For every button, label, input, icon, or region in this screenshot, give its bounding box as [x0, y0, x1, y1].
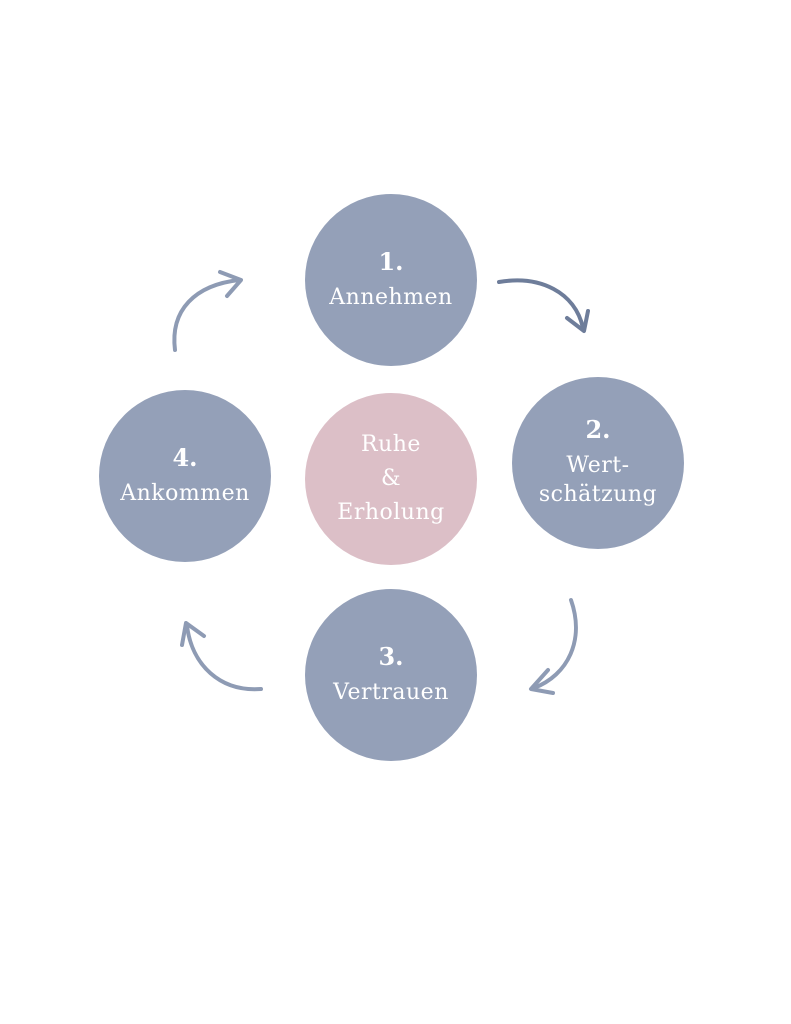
- arrow-2-to-3: [529, 598, 578, 695]
- arrow-1-to-2: [497, 278, 590, 333]
- arrow-3-to-4: [180, 621, 263, 692]
- center-label-line: Erholung: [337, 500, 445, 526]
- step-label: Vertrauen: [333, 678, 449, 708]
- center-label-line: &: [380, 465, 402, 491]
- step-2-wertschaetzung: 2. Wert- schätzung: [512, 377, 684, 549]
- step-number: 2.: [585, 414, 611, 444]
- step-4-ankommen: 4. Ankommen: [99, 390, 271, 562]
- step-label-line: Vertrauen: [333, 679, 449, 705]
- step-1-annehmen: 1. Annehmen: [305, 194, 477, 366]
- step-label: Annehmen: [329, 283, 452, 313]
- step-label-line: Annehmen: [329, 284, 453, 310]
- step-number: 4.: [172, 442, 198, 472]
- step-number: 3.: [378, 641, 404, 671]
- step-3-vertrauen: 3. Vertrauen: [305, 589, 477, 761]
- arrow-4-to-1: [172, 270, 243, 352]
- step-label-line: Wert-: [566, 452, 630, 478]
- center-ruhe-erholung: Ruhe & Erholung: [305, 393, 477, 565]
- step-label: Wert- schätzung: [539, 451, 657, 510]
- center-label: Ruhe & Erholung: [337, 428, 444, 530]
- step-label: Ankommen: [120, 479, 250, 509]
- step-number: 1.: [378, 246, 404, 276]
- step-label-line: schätzung: [538, 482, 658, 508]
- center-label-line: Ruhe: [361, 431, 421, 457]
- step-label-line: Ankommen: [120, 480, 250, 506]
